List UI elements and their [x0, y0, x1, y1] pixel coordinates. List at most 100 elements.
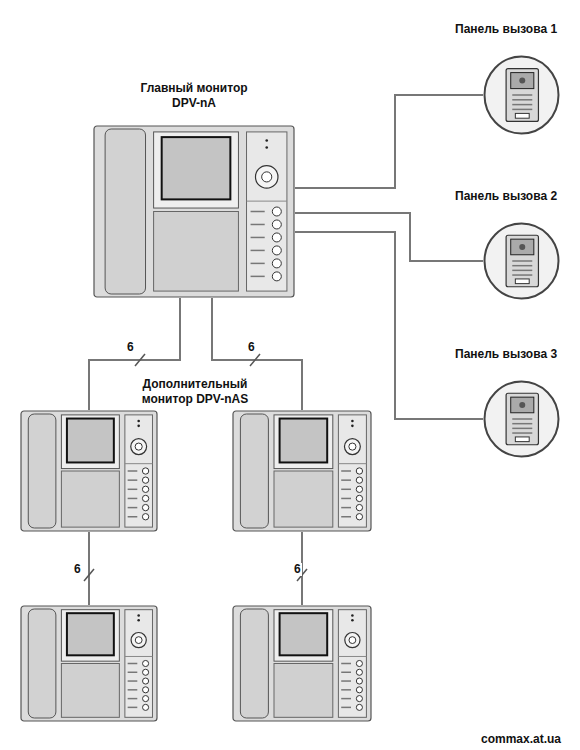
- button-mark: [251, 250, 265, 252]
- handset: [28, 609, 56, 718]
- button-mark: [251, 224, 265, 226]
- speaker-slot: [512, 418, 532, 420]
- led-dot: [137, 614, 140, 617]
- watermark: commax.at.ua: [481, 732, 576, 747]
- button-mark: [341, 680, 351, 682]
- led-dot: [265, 146, 268, 149]
- button: [272, 246, 281, 255]
- button: [356, 468, 362, 474]
- screen-bezel: [61, 415, 119, 469]
- button-mark: [128, 479, 138, 481]
- button: [356, 486, 362, 492]
- nav-ring: [131, 632, 146, 647]
- screen: [67, 613, 114, 655]
- button: [356, 696, 362, 702]
- speaker-panel: [274, 471, 333, 527]
- button: [356, 687, 362, 693]
- column-divider: [247, 201, 287, 202]
- button-mark: [251, 237, 265, 239]
- button: [143, 704, 149, 710]
- cable-count-slash: [84, 569, 94, 581]
- speaker-slot: [512, 109, 532, 111]
- monitor-housing: [21, 606, 157, 721]
- button: [356, 514, 362, 520]
- button-mark: [341, 707, 351, 709]
- button-mark: [128, 498, 138, 500]
- cable-count: 6: [73, 563, 82, 576]
- handset: [240, 609, 268, 718]
- cable-count: 6: [126, 341, 135, 354]
- camera-window: [511, 239, 534, 255]
- cable-count-slash: [135, 354, 145, 366]
- button: [356, 669, 362, 675]
- button: [356, 704, 362, 710]
- call-button: [515, 279, 529, 284]
- button-mark: [128, 672, 138, 674]
- nav-center: [349, 443, 356, 450]
- screen-bezel: [154, 132, 239, 208]
- control-column: [247, 132, 287, 291]
- screen-bezel: [274, 610, 333, 661]
- group-label: Дополнительный монитор DPV-nAS: [133, 377, 257, 407]
- column-divider: [338, 656, 366, 657]
- call-panel-node: Панель вызова 2: [483, 222, 560, 300]
- speaker-slot: [512, 428, 532, 430]
- speaker-slot: [512, 104, 532, 106]
- speaker-panel: [274, 664, 333, 718]
- button: [143, 678, 149, 684]
- cable-count: 6: [247, 341, 256, 354]
- screen: [280, 419, 328, 463]
- button-mark: [341, 498, 351, 500]
- button-mark: [251, 263, 265, 265]
- speaker-panel: [61, 471, 119, 527]
- column-divider: [338, 463, 366, 464]
- nav-ring: [344, 439, 360, 455]
- screen: [67, 419, 114, 463]
- button: [142, 477, 148, 483]
- led-dot: [351, 420, 354, 423]
- button: [142, 495, 148, 501]
- panel-body: [506, 69, 538, 122]
- speaker-panel: [154, 212, 239, 292]
- button: [143, 696, 149, 702]
- screen: [280, 613, 328, 655]
- panel-circle: [485, 224, 559, 299]
- led-dot: [351, 614, 354, 617]
- button: [272, 272, 281, 281]
- button: [143, 660, 149, 666]
- led-dot: [265, 139, 268, 142]
- button-mark: [341, 516, 351, 518]
- camera-window: [511, 397, 534, 413]
- button-mark: [341, 470, 351, 472]
- control-column: [338, 610, 366, 718]
- button-mark: [251, 211, 265, 213]
- monitor-illustration: [20, 410, 158, 532]
- button: [356, 678, 362, 684]
- cable-count-slash: [250, 354, 260, 366]
- button-mark: [341, 672, 351, 674]
- button-mark: [341, 689, 351, 691]
- button-mark: [251, 276, 265, 278]
- speaker-slot: [512, 260, 532, 262]
- node-heading: Панель вызова 3: [455, 347, 557, 362]
- node-heading: Панель вызова 2: [455, 189, 557, 204]
- button-mark: [341, 663, 351, 665]
- speaker-slot: [512, 265, 532, 267]
- button-mark: [128, 698, 138, 700]
- nav-ring: [131, 439, 147, 455]
- camera-lens: [519, 78, 525, 84]
- button-mark: [128, 489, 138, 491]
- led-dot: [351, 619, 354, 622]
- button: [272, 259, 281, 268]
- call-panel-illustration: [483, 55, 560, 135]
- control-column: [338, 415, 366, 527]
- monitor-housing: [233, 606, 371, 721]
- button: [143, 669, 149, 675]
- call-button: [515, 113, 529, 118]
- nav-center: [135, 443, 142, 450]
- handset: [28, 414, 56, 528]
- call-panel-illustration: [483, 380, 560, 458]
- button: [356, 495, 362, 501]
- button: [142, 468, 148, 474]
- control-column: [125, 415, 153, 527]
